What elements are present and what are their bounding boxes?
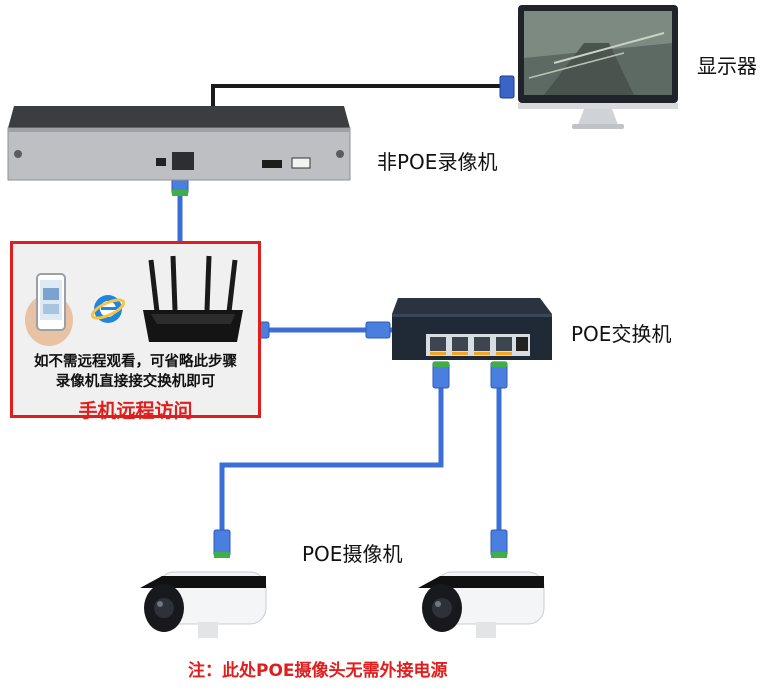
footer-note: 注：此处POE摄像头无需外接电源 bbox=[188, 661, 448, 681]
remote-access-box: 如不需远程观看，可省略此步骤 录像机直接接交换机即可 手机远程访问 bbox=[10, 241, 261, 422]
camera-icon bbox=[416, 566, 548, 642]
nvr-icon bbox=[4, 102, 354, 182]
switch-label: POE交换机 bbox=[571, 322, 672, 346]
router-icon bbox=[139, 252, 249, 348]
monitor-label: 显示器 bbox=[697, 54, 757, 78]
rj45-connector bbox=[365, 321, 391, 339]
camera-label: POE摄像机 bbox=[302, 542, 403, 566]
vga-connector bbox=[499, 75, 515, 99]
remote-box-title: 手机远程访问 bbox=[78, 400, 193, 422]
remote-note-line2: 录像机直接接交换机即可 bbox=[55, 374, 216, 390]
remote-note-line1: 如不需远程观看，可省略此步骤 bbox=[34, 354, 237, 370]
camera-icon bbox=[138, 566, 270, 642]
browser-icon bbox=[90, 292, 126, 326]
switch-camera1-cable bbox=[219, 365, 444, 548]
nvr-label: 非POE录像机 bbox=[377, 150, 498, 174]
monitor-icon bbox=[514, 3, 682, 133]
switch-icon bbox=[390, 294, 555, 364]
phone-icon bbox=[21, 270, 81, 350]
